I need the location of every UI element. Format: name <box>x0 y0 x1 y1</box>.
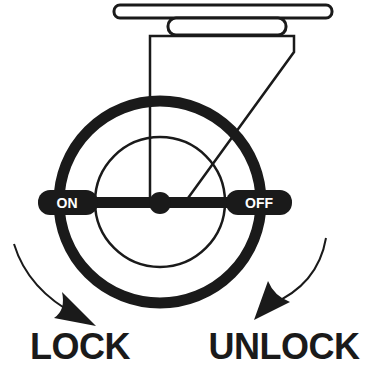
mount-plate <box>114 5 332 18</box>
lock-label: LOCK <box>30 329 130 365</box>
swivel-ring <box>168 18 286 35</box>
lock-arrowhead <box>54 292 96 326</box>
unlock-arrow <box>270 238 326 305</box>
lever-end-off <box>226 190 292 215</box>
lever-end-on <box>38 190 98 215</box>
unlock-arrowhead <box>254 281 290 320</box>
lever-label-on: ON <box>57 196 78 210</box>
unlock-label: UNLOCK <box>209 329 360 365</box>
lever-label-off: OFF <box>245 196 273 210</box>
axle <box>149 192 171 214</box>
